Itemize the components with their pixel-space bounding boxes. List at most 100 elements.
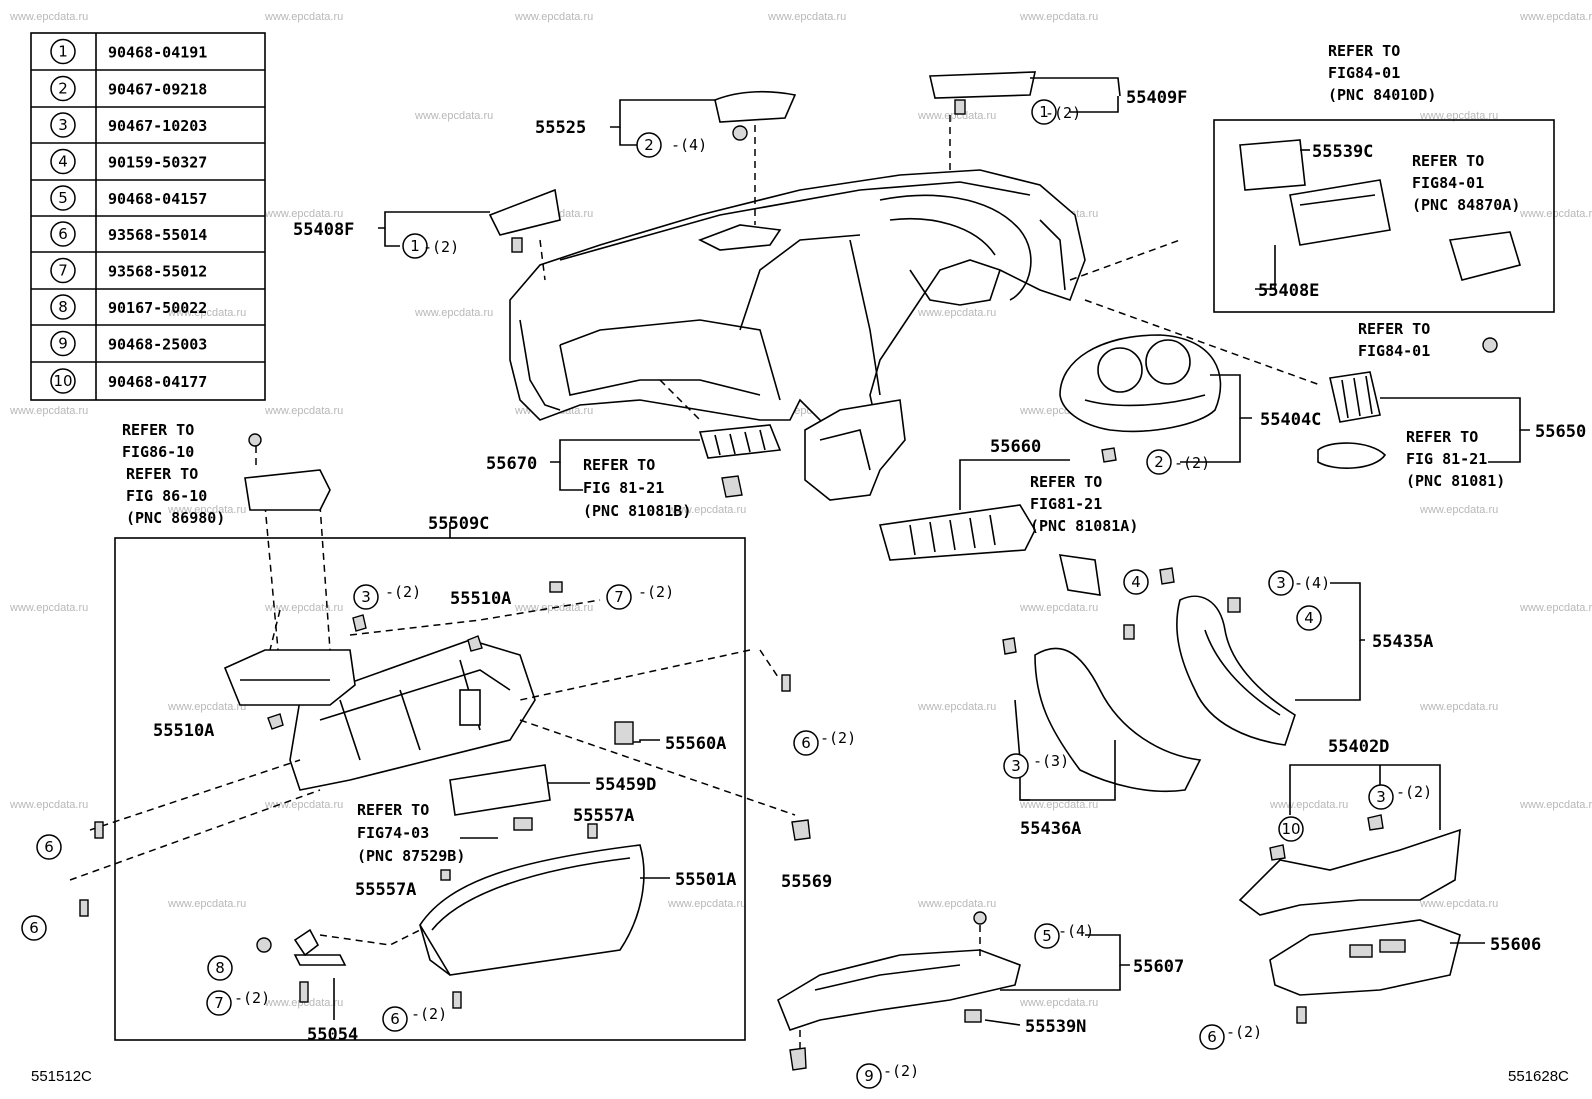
svg-text:www.epcdata.ru: www.epcdata.ru: [1019, 799, 1098, 811]
legend-part-number: 90467-10203: [108, 117, 207, 135]
callout-number: 3: [361, 588, 371, 606]
callout-circle: [207, 955, 233, 981]
svg-text:www.epcdata.ru: www.epcdata.ru: [167, 307, 246, 319]
legend-part-number: 93568-55014: [108, 226, 207, 244]
svg-text:-(2): -(2): [638, 583, 674, 601]
refer-81081A-line3: (PNC 81081A): [1030, 517, 1138, 535]
label-55525: 55525: [535, 118, 586, 138]
refer-81081B-line1: REFER TO: [583, 456, 655, 474]
svg-text:www.epcdata.ru: www.epcdata.ru: [917, 307, 996, 319]
callout-number: 4: [1131, 573, 1141, 591]
callout-number: 6: [44, 838, 54, 856]
svg-text:-(4): -(4): [671, 136, 707, 154]
svg-text:-(2): -(2): [234, 989, 270, 1007]
svg-text:www.epcdata.ru: www.epcdata.ru: [9, 602, 88, 614]
cover-55408F-drawing: [488, 188, 561, 236]
refer-86980-line1: REFER TO: [126, 465, 198, 483]
svg-text:-(3): -(3): [1033, 752, 1069, 770]
svg-text:-(2): -(2): [820, 729, 856, 747]
label-55539N: 55539N: [1025, 1017, 1086, 1037]
pin-55557A-left-drawing: [440, 869, 451, 881]
svg-text:www.epcdata.ru: www.epcdata.ru: [1019, 997, 1098, 1009]
svg-text:www.epcdata.ru: www.epcdata.ru: [264, 997, 343, 1009]
callout-number: 10: [1281, 820, 1300, 838]
figure-code-left: 551512C: [31, 1068, 92, 1085]
clip-55510A-left-drawing: [267, 713, 284, 730]
svg-text:www.epcdata.ru: www.epcdata.ru: [264, 208, 343, 220]
refer-84870A-line1: REFER TO: [1412, 152, 1484, 170]
legend-callout-number: 3: [58, 116, 68, 134]
refer-81081B-line3: (PNC 81081B): [583, 502, 691, 520]
callout-number: 7: [614, 588, 624, 606]
refer-81081B-line2: FIG 81-21: [583, 479, 664, 497]
callout-circle: [1278, 816, 1304, 842]
switch-84870A-drawing: [1448, 231, 1522, 281]
callout-number: 4: [1304, 609, 1314, 627]
svg-text:www.epcdata.ru: www.epcdata.ru: [167, 504, 246, 516]
glove-box-door-drawing: [319, 844, 645, 976]
refer-87529B-line3: (PNC 87529B): [357, 847, 465, 865]
legend-callout-circle: [50, 368, 76, 394]
refer-81081A-line2: FIG81-21: [1030, 495, 1102, 513]
legend-callout-number: 10: [53, 372, 72, 390]
callout-circle: [402, 233, 428, 259]
refer-81081-line1: REFER TO: [1406, 428, 1478, 446]
legend-callout-circle: [50, 257, 76, 284]
legend-callout-number: 6: [58, 225, 68, 243]
svg-text:www.epcdata.ru: www.epcdata.ru: [917, 701, 996, 713]
clip-3-drawing: [352, 614, 367, 632]
quantity-labels: -(4) -(2) -(2) -(2) -(2) -(2) -(2) -(4) …: [234, 104, 1432, 1080]
glove-box-housing-drawing: [69, 504, 796, 881]
clip-55510A-top-drawing: [467, 635, 483, 652]
callout-number: 2: [644, 136, 654, 154]
svg-text:www.epcdata.ru: www.epcdata.ru: [767, 11, 846, 23]
bracket-55539C-drawing: [1239, 139, 1306, 191]
clip-55560A-drawing: [614, 721, 634, 745]
legend-callout-number: 1: [58, 43, 68, 61]
callout-circle: [606, 584, 632, 610]
callout-circle: [1368, 784, 1394, 810]
svg-text:www.epcdata.ru: www.epcdata.ru: [1419, 504, 1498, 516]
label-55607: 55607: [1133, 957, 1184, 977]
svg-text:www.epcdata.ru: www.epcdata.ru: [514, 11, 593, 23]
label-55409F: 55409F: [1126, 88, 1187, 108]
part-labels: 55525 55409F 55408F 55539C 55408E 55404C…: [153, 88, 1586, 1045]
refer-84010D-line1: REFER TO: [1328, 42, 1400, 60]
vent-55660-drawing: [878, 504, 1036, 561]
svg-text:-(2): -(2): [411, 1005, 447, 1023]
refer-87529B-line2: FIG74-03: [357, 824, 429, 842]
legend-callout-circle: [50, 221, 76, 247]
legend-part-number: 90467-09218: [108, 81, 207, 99]
svg-text:-(2): -(2): [1226, 1023, 1262, 1041]
svg-text:www.epcdata.ru: www.epcdata.ru: [264, 405, 343, 417]
label-55408F: 55408F: [293, 220, 354, 240]
svg-text:www.epcdata.ru: www.epcdata.ru: [414, 110, 493, 122]
legend-part-number: 90468-04177: [108, 373, 207, 391]
refer-87529B-line1: REFER TO: [357, 801, 429, 819]
svg-text:www.epcdata.ru: www.epcdata.ru: [264, 11, 343, 23]
callout-circle: [1296, 605, 1322, 631]
svg-text:www.epcdata.ru: www.epcdata.ru: [167, 898, 246, 910]
svg-text:www.epcdata.ru: www.epcdata.ru: [1519, 799, 1592, 811]
refer-84870A-line2: FIG84-01: [1412, 174, 1484, 192]
label-55408E: 55408E: [1258, 281, 1319, 301]
callout-number: 3: [1376, 788, 1386, 806]
label-55436A: 55436A: [1020, 819, 1081, 839]
svg-text:www.epcdata.ru: www.epcdata.ru: [9, 799, 88, 811]
svg-text:www.epcdata.ru: www.epcdata.ru: [9, 11, 88, 23]
svg-text:-(4): -(4): [1058, 922, 1094, 940]
label-55670: 55670: [486, 454, 537, 474]
leader-lines: [333, 77, 1530, 1026]
callout-number: 6: [801, 734, 811, 752]
svg-text:www.epcdata.ru: www.epcdata.ru: [1419, 898, 1498, 910]
label-55402D: 55402D: [1328, 737, 1389, 757]
svg-text:www.epcdata.ru: www.epcdata.ru: [1419, 701, 1498, 713]
svg-text:www.epcdata.ru: www.epcdata.ru: [167, 701, 246, 713]
svg-text:www.epcdata.ru: www.epcdata.ru: [667, 898, 746, 910]
refer-blocks: REFER TO FIG84-01 (PNC 84010D) REFER TO …: [122, 42, 1520, 865]
svg-text:www.epcdata.ru: www.epcdata.ru: [1519, 208, 1592, 220]
panel-55607-drawing: [777, 949, 1021, 1031]
svg-text:www.epcdata.ru: www.epcdata.ru: [667, 504, 746, 516]
bracket-81081A-drawing: [1058, 554, 1101, 596]
